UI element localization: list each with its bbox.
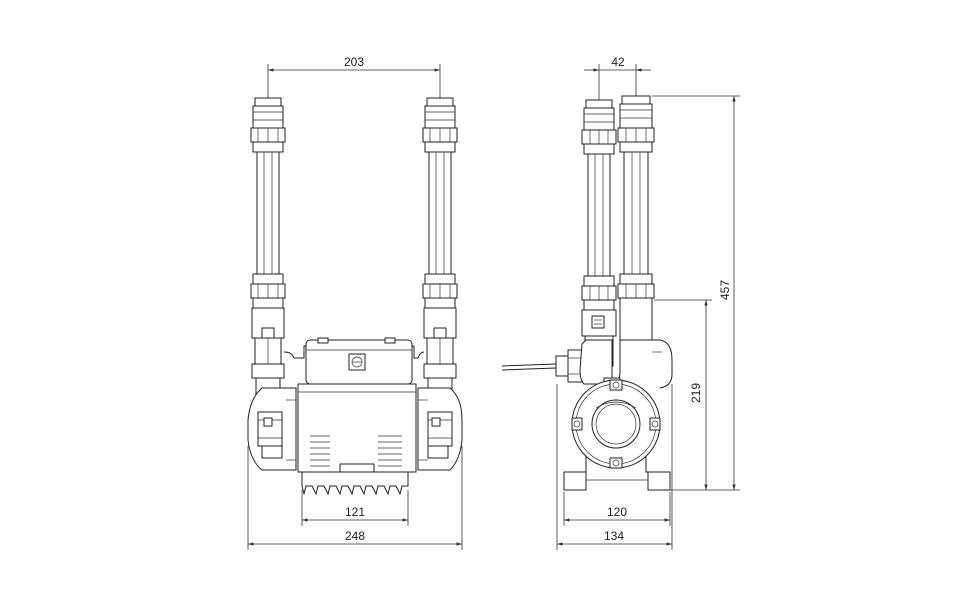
dimension-label-248: 248 [345, 529, 365, 543]
dimension-label-121: 121 [345, 505, 365, 519]
front-view: 203 121 248 [247, 55, 463, 550]
front-left-pipe [250, 97, 286, 395]
dimension-457: 457 [652, 95, 740, 491]
dimension-248: 248 [247, 446, 463, 550]
side-front-pipe [611, 95, 673, 389]
dimension-42: 42 [584, 55, 651, 100]
front-right-housing [417, 387, 463, 471]
front-terminal-box [283, 337, 425, 385]
dimension-134: 134 [556, 384, 673, 550]
dimension-219: 219 [654, 299, 712, 490]
dimension-label-203: 203 [344, 55, 364, 69]
dimension-label-219: 219 [689, 383, 703, 403]
front-right-pipe [422, 97, 458, 395]
side-terminal-body [579, 339, 621, 387]
dimension-label-457: 457 [718, 280, 732, 300]
side-rear-pipe [581, 99, 617, 367]
dimension-121: 121 [301, 490, 409, 526]
side-base [563, 456, 671, 491]
dimension-203: 203 [267, 55, 441, 98]
side-cable [501, 349, 583, 383]
front-feet [301, 471, 409, 496]
dimension-label-134: 134 [604, 529, 624, 543]
motor-vent-right [378, 435, 402, 467]
side-pump-head [571, 379, 661, 469]
dimension-label-120: 120 [607, 505, 627, 519]
side-view: 42 457 219 120 134 [501, 55, 740, 550]
dimension-120: 120 [563, 492, 671, 526]
dimension-label-42: 42 [611, 55, 625, 69]
motor-vent-left [310, 435, 330, 467]
front-motor-body [297, 383, 417, 473]
front-left-housing [247, 387, 297, 471]
